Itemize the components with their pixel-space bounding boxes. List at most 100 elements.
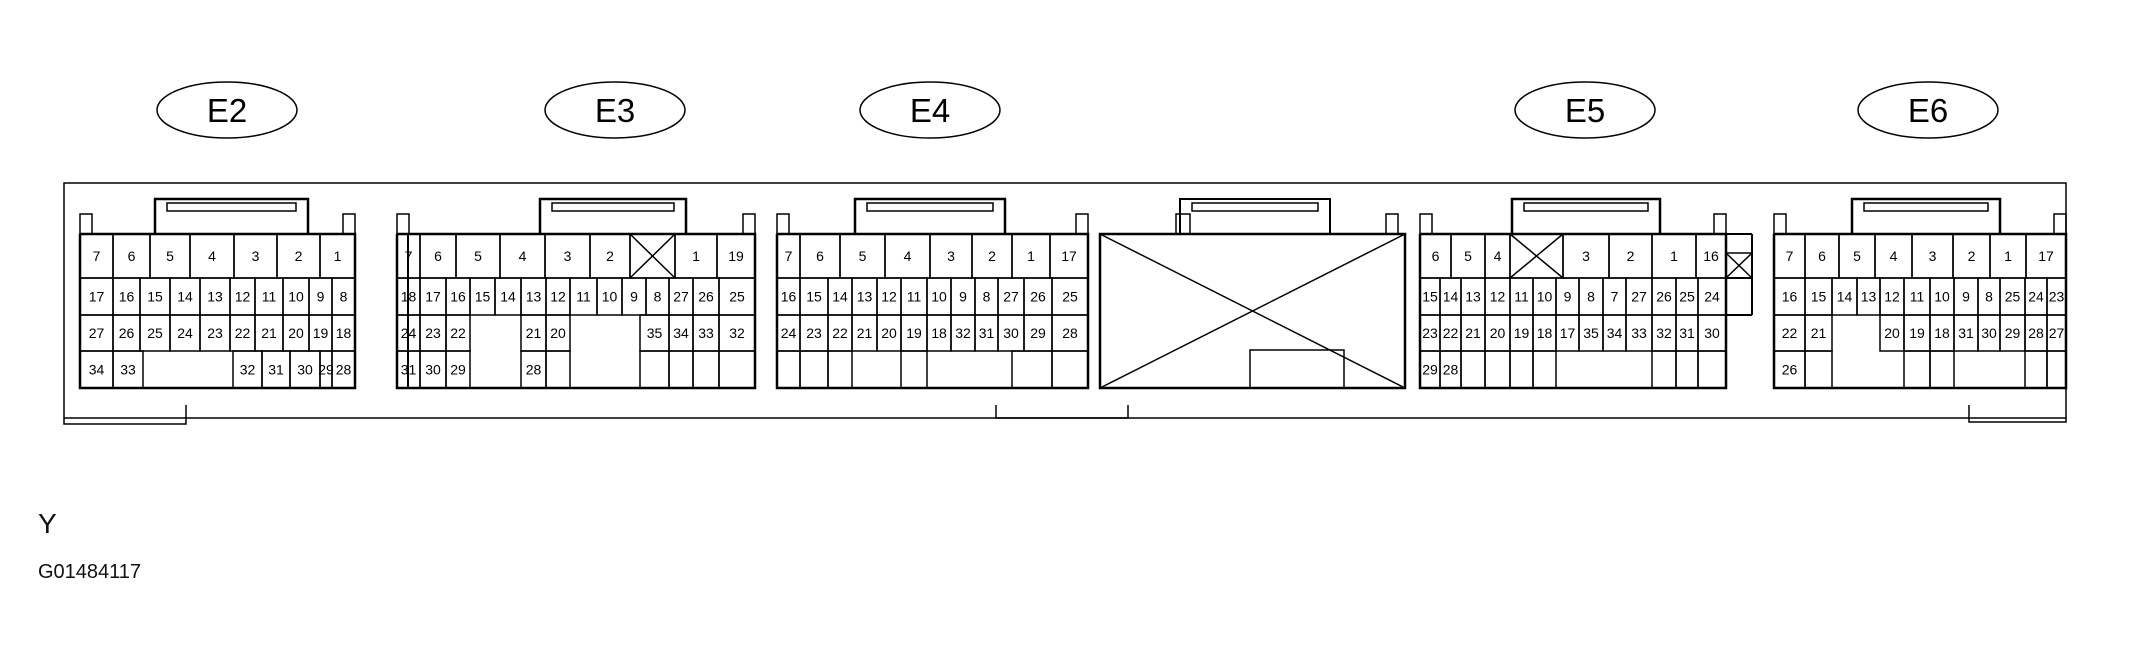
pin-number: 29: [1422, 362, 1438, 378]
pin-number: 35: [647, 325, 663, 341]
connector-guide-left: [1419, 213, 1433, 234]
pin-number: 27: [673, 289, 689, 305]
pin-cell: [1484, 350, 1511, 389]
pin-number: 8: [1587, 289, 1595, 305]
pin-number: 34: [673, 325, 689, 341]
pin-number: 1: [2004, 248, 2012, 264]
pin-number: 13: [1465, 289, 1481, 305]
pin-number: 15: [1422, 289, 1438, 305]
pin-number: 8: [983, 289, 991, 305]
pin-number: 22: [235, 325, 251, 341]
pin-number: 5: [474, 248, 482, 264]
pin-number: 1: [334, 248, 342, 264]
pin-number: 26: [1030, 289, 1046, 305]
blank-guide-right: [1385, 213, 1399, 234]
pin-number: 33: [698, 325, 714, 341]
pin-number: 5: [859, 248, 867, 264]
connector-latch-slot: [166, 202, 297, 212]
pin-number: 4: [1494, 248, 1502, 264]
blank-outline: [1098, 232, 1407, 390]
pin-number: 28: [526, 362, 542, 378]
pin-number: 2: [988, 248, 996, 264]
connector-guide-left: [79, 213, 93, 234]
pin-number: 9: [1962, 289, 1970, 305]
connector-guide-left: [776, 213, 790, 234]
pin-number: 17: [425, 289, 441, 305]
pin-number: 27: [2049, 325, 2065, 341]
pin-number: 33: [1631, 325, 1647, 341]
pin-number: 30: [297, 362, 313, 378]
pin-number: 11: [262, 289, 277, 305]
pin-number: 29: [318, 362, 334, 378]
connector-outline: [78, 232, 357, 390]
pin-number: 13: [207, 289, 223, 305]
pin-number: 21: [1811, 325, 1827, 341]
pin-number: 9: [959, 289, 967, 305]
pin-number: 25: [729, 289, 745, 305]
pin-number: 22: [450, 325, 466, 341]
pin-number: 13: [526, 289, 542, 305]
connector-latch-slot: [551, 202, 675, 212]
pin-number: 16: [450, 289, 466, 305]
pin-cell: [718, 350, 756, 389]
pin-number: 25: [147, 325, 163, 341]
pin-cell: [639, 350, 670, 389]
pin-number: 11: [907, 289, 922, 305]
pin-number: 30: [1981, 325, 1997, 341]
pin-cell: [1651, 350, 1677, 389]
connector-latch: [153, 197, 310, 234]
pin-number: 31: [979, 325, 995, 341]
connector-outline: [775, 232, 1090, 390]
pin-number: 3: [564, 248, 572, 264]
connector-latch: [538, 197, 688, 234]
pin-number: 18: [1537, 325, 1553, 341]
pin-number: 19: [728, 248, 744, 264]
pin-number: 4: [904, 248, 912, 264]
connector-label: E5: [1565, 92, 1605, 129]
connector-outline: [1772, 232, 2068, 390]
connector-label-outline: [156, 81, 298, 139]
pin-number: 6: [434, 248, 442, 264]
pin-number: 26: [1656, 289, 1672, 305]
pin-number: 26: [119, 325, 135, 341]
pin-number: 3: [252, 248, 260, 264]
pin-cell: [668, 350, 694, 389]
pin-number: 30: [1003, 325, 1019, 341]
pin-number: 6: [128, 248, 136, 264]
pin-cell: [545, 350, 571, 389]
pin-number: 25: [2005, 289, 2021, 305]
pin-number: 12: [235, 289, 251, 305]
pin-number: 11: [576, 289, 591, 305]
pin-number: 26: [698, 289, 714, 305]
pin-number: 21: [1465, 325, 1481, 341]
connector-latch: [1850, 197, 2002, 234]
connector-latch-slot: [1863, 202, 1989, 212]
pin-cell: [799, 350, 829, 389]
pin-number: 16: [1703, 248, 1719, 264]
pin-number: 1: [1027, 248, 1035, 264]
pin-number: 14: [832, 289, 848, 305]
pin-number: 10: [602, 289, 618, 305]
pin-number: 32: [729, 325, 745, 341]
pin-number: 35: [1583, 325, 1599, 341]
pin-number: 29: [1030, 325, 1046, 341]
blocked-pin-cross: [1509, 233, 1564, 279]
pin-cell: [900, 350, 928, 389]
pin-number: 5: [1464, 248, 1472, 264]
connector-latch: [853, 197, 1007, 234]
pin-number: 24: [1704, 289, 1720, 305]
pin-cell: [1460, 350, 1486, 389]
connector-guide-left: [396, 213, 410, 234]
pin-number: 19: [313, 325, 329, 341]
pin-number: 9: [317, 289, 325, 305]
connector-latch-slot: [1523, 202, 1649, 212]
connector-label-outline: [544, 81, 686, 139]
housing-tab-right: [1968, 405, 2067, 423]
pin-number: 16: [1782, 289, 1798, 305]
connector-outline: [1418, 232, 1728, 390]
pin-number: 22: [1443, 325, 1459, 341]
pin-number: 23: [2049, 289, 2065, 305]
